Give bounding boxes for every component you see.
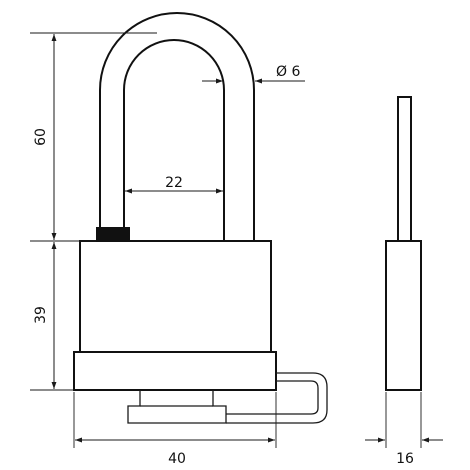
shackle-outer	[99, 12, 255, 241]
dimension-left-vertical: 60 39	[30, 32, 157, 391]
dim-thickness-label: 16	[396, 451, 414, 467]
dimension-shackle-inner-width: 22	[125, 175, 223, 194]
dim-body-width-label: 40	[168, 451, 186, 467]
shackle-latch	[96, 227, 130, 241]
dimension-body-width: 40	[73, 392, 277, 467]
dim-inner-width-label: 22	[165, 175, 183, 191]
dimension-body-thickness: 16	[365, 392, 443, 467]
padlock-body	[79, 240, 272, 353]
dim-shackle-height-label: 60	[33, 128, 49, 146]
side-body	[385, 240, 422, 391]
side-shackle	[397, 96, 412, 242]
shackle-inner	[123, 39, 225, 241]
keeper-body	[127, 390, 227, 424]
padlock-bottom-cover	[73, 351, 277, 391]
keeper-cable-loop	[226, 372, 328, 424]
dim-diameter-label: Ø 6	[276, 64, 300, 80]
dim-body-height-label: 39	[33, 306, 49, 324]
padlock-side-view	[385, 96, 422, 391]
dimension-shackle-diameter: Ø 6	[202, 64, 305, 84]
keeper-cable-loop-inner	[226, 380, 319, 415]
padlock-front-view	[73, 12, 328, 424]
